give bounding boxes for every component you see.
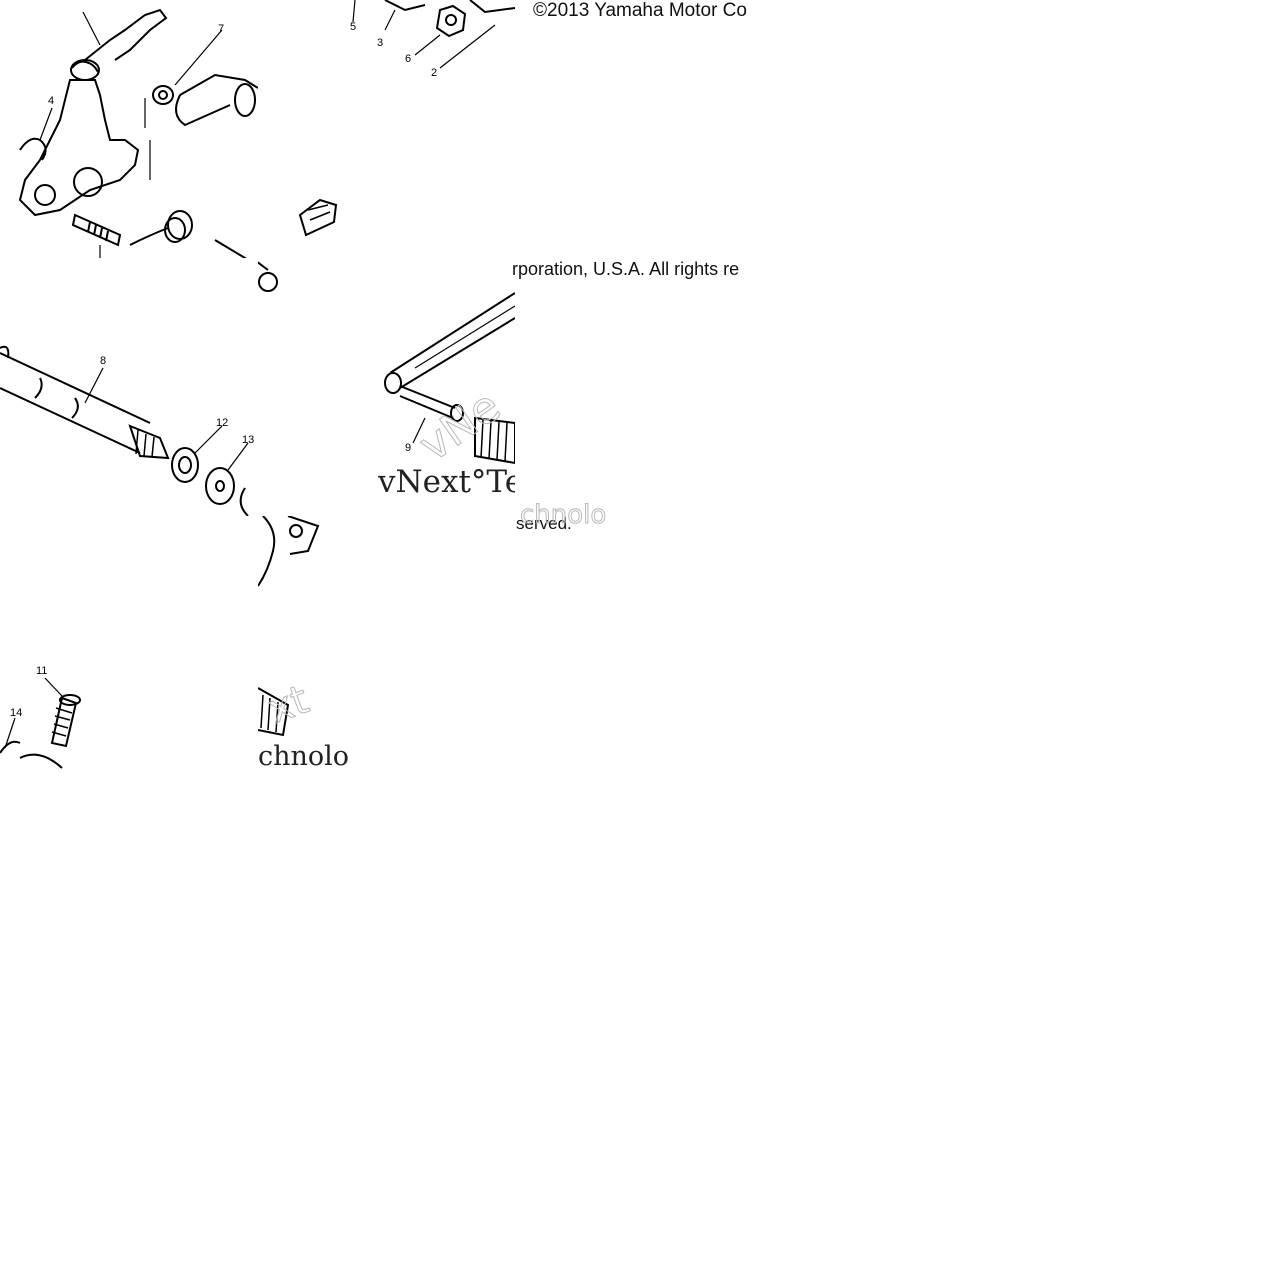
lever-fragment-drawing bbox=[258, 516, 320, 587]
callout-14: 14 bbox=[10, 707, 22, 719]
copyright-line-2: rporation, U.S.A. All rights re bbox=[512, 259, 740, 279]
diagram-tile-shaft: 8 12 13 bbox=[0, 258, 258, 516]
callout-9: 9 bbox=[405, 442, 411, 454]
diagram-tile-bottom-fragment bbox=[258, 680, 353, 770]
watermark-outline-d: chnolo bbox=[258, 742, 350, 770]
copyright-line-1: ©2013 Yamaha Motor Co bbox=[533, 0, 747, 21]
bottom-fragment-drawing bbox=[258, 687, 290, 737]
top-center-drawing bbox=[258, 198, 338, 292]
diagram-tile-shift-arm: 7 4 bbox=[0, 0, 258, 258]
copyright-line-3: served. bbox=[516, 514, 572, 533]
callout-3: 3 bbox=[377, 37, 383, 49]
diagram-tile-lever-fragment bbox=[258, 516, 322, 590]
nut-drawing: 5 3 6 2 bbox=[350, 0, 515, 79]
callout-2: 2 bbox=[431, 67, 437, 79]
callout-13: 13 bbox=[242, 434, 254, 446]
callout-4: 4 bbox=[48, 95, 54, 107]
watermark-outline-c: chnolo bbox=[520, 500, 607, 530]
shaft-drawing: 8 12 13 bbox=[0, 345, 254, 516]
shift-arm-drawing: 7 4 bbox=[18, 8, 258, 258]
diagram-tile-nut: 5 3 6 2 bbox=[345, 0, 515, 90]
callout-6: 6 bbox=[405, 53, 411, 65]
bolt-drawing: 11 14 bbox=[0, 665, 81, 769]
diagram-tile-bolt: 11 14 bbox=[0, 658, 258, 770]
callout-11: 11 bbox=[36, 665, 47, 677]
diagram-tile-pedal: 9 bbox=[375, 258, 515, 516]
callout-5: 5 bbox=[350, 21, 356, 33]
callout-8: 8 bbox=[100, 355, 106, 367]
pedal-drawing: 9 bbox=[384, 292, 515, 465]
watermark-text: vNext°Te bbox=[378, 464, 515, 500]
callout-7: 7 bbox=[218, 23, 224, 35]
callout-12: 12 bbox=[216, 417, 228, 429]
diagram-tile-top-center bbox=[258, 0, 358, 300]
